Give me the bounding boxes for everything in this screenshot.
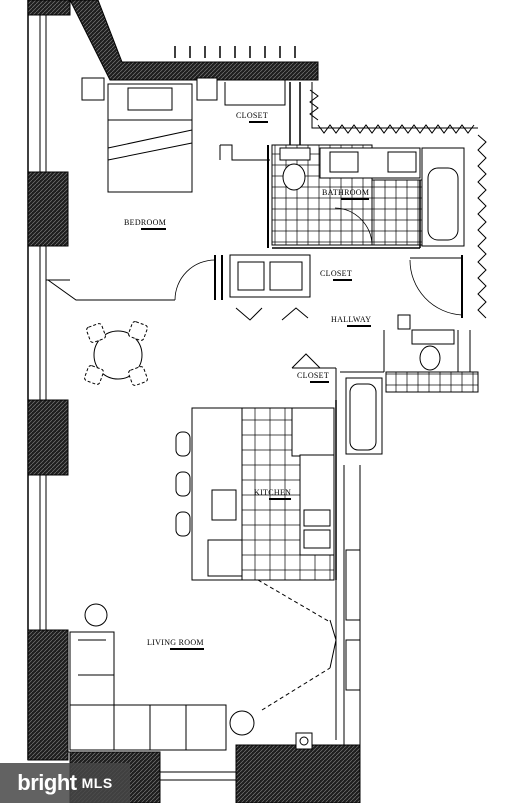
bar-stool-icon bbox=[175, 431, 191, 537]
room-label-bathroom: BATHROOM bbox=[322, 188, 369, 200]
room-label-bedroom: BEDROOM bbox=[124, 218, 166, 230]
room-label-closet-top: CLOSET bbox=[236, 111, 268, 123]
room-label-kitchen: KITCHEN bbox=[254, 488, 291, 500]
bedroom bbox=[46, 77, 218, 301]
room-label-living-room: LIVING ROOM bbox=[147, 638, 204, 650]
exterior-wall-top bbox=[69, 0, 319, 81]
exterior-wall-left bbox=[27, 0, 71, 761]
room-label-closet-mid: CLOSET bbox=[320, 269, 352, 281]
hallway bbox=[340, 255, 463, 373]
closet-mid bbox=[221, 254, 311, 321]
bed-icon bbox=[107, 83, 193, 193]
closet-top bbox=[219, 80, 301, 161]
watermark-suffix: MLS bbox=[81, 775, 113, 791]
room-label-hallway: HALLWAY bbox=[331, 315, 371, 327]
exterior-wall-right bbox=[309, 82, 487, 319]
bathroom-small bbox=[345, 329, 479, 455]
dining-table-icon bbox=[84, 321, 148, 386]
bathtub-icon bbox=[421, 147, 465, 247]
corridor-lines bbox=[343, 465, 361, 760]
toilet-icon bbox=[279, 147, 311, 191]
closet-small bbox=[291, 353, 337, 400]
room-label-closet-small: CLOSET bbox=[297, 371, 329, 383]
watermark-logo: bright MLS bbox=[0, 763, 130, 803]
living-room bbox=[68, 579, 337, 753]
sofa-icon bbox=[69, 631, 227, 751]
watermark-brand: bright bbox=[17, 770, 77, 795]
